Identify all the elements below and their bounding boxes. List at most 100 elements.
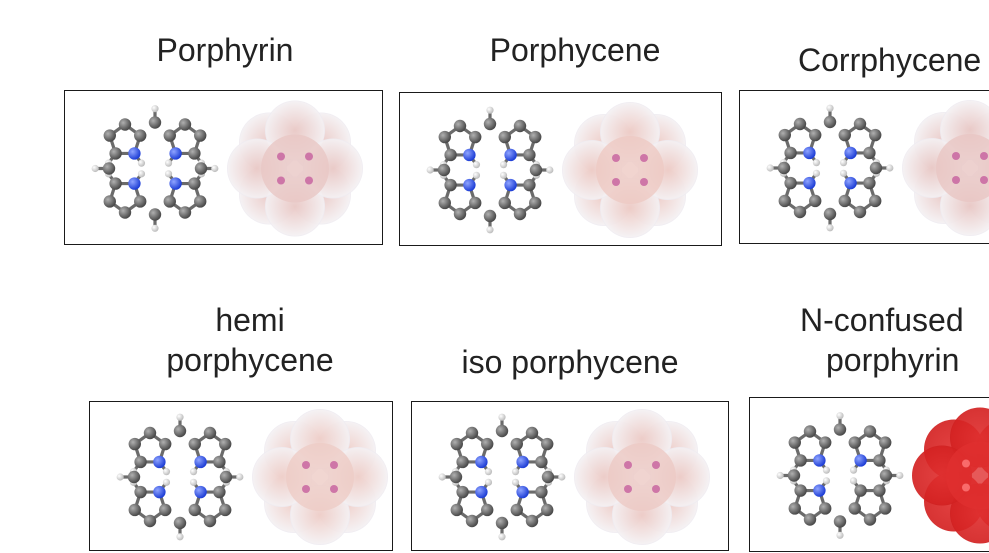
label-iso-porphycene: iso porphycene	[461, 344, 679, 380]
electrostatic-surface	[562, 102, 698, 238]
carbon-atom	[465, 426, 479, 440]
hydrogen-atom	[486, 226, 494, 234]
carbon-atom	[784, 176, 797, 190]
carbon-atom	[188, 177, 201, 190]
hydrogen-atom	[849, 466, 858, 474]
hydrogen-atom	[822, 466, 831, 474]
carbon-atom	[794, 454, 807, 467]
hydrogen-atom	[822, 477, 831, 485]
carbon-atom	[213, 455, 226, 469]
label-n-confused-porphyrin: N-confused porphyrin	[800, 300, 989, 380]
hydrogen-atom	[164, 159, 173, 167]
carbon-atom	[481, 503, 494, 517]
carbon-atom	[109, 147, 122, 160]
carbon-atom	[869, 161, 883, 175]
carbon-atom	[128, 503, 141, 517]
carbon-atom	[873, 454, 886, 467]
molecule-porphyrin	[91, 100, 363, 237]
hydrogen-atom	[162, 478, 171, 486]
label-hemi-line2: porphycene	[166, 342, 334, 378]
hydrogen-atom	[896, 471, 904, 480]
carbon-atom	[541, 470, 555, 484]
carbon-atom	[469, 196, 482, 210]
hydrogen-atom	[839, 159, 848, 167]
carbon-atom	[788, 436, 801, 449]
hydrogen-atom	[189, 478, 198, 486]
hydrogen-atom	[151, 224, 159, 232]
nitrogen-atom	[504, 148, 517, 162]
carbon-atom	[809, 128, 822, 142]
nitrogen-atom	[194, 485, 207, 499]
hydrogen-atom	[498, 533, 506, 541]
nitrogen-atom	[516, 485, 529, 499]
carbon-atom	[794, 484, 807, 497]
carbon-atom	[194, 195, 207, 208]
hydrogen-atom	[498, 413, 506, 421]
carbon-atom	[788, 502, 801, 515]
hydrogen-atom	[486, 106, 494, 114]
carbon-atom	[498, 196, 511, 210]
ball-and-stick-model	[426, 106, 554, 234]
carbon-atom	[819, 436, 832, 449]
hydrogen-atom	[484, 468, 493, 476]
hydrogen-atom	[558, 473, 566, 481]
carbon-atom	[535, 485, 548, 499]
carbon-atom	[159, 437, 172, 451]
nitrogen-atom	[854, 454, 867, 467]
hydrogen-atom	[151, 105, 159, 113]
carbon-atom	[449, 470, 463, 484]
carbon-atom	[118, 118, 132, 131]
ball-and-stick-model	[438, 413, 566, 541]
carbon-atom	[109, 177, 122, 190]
nitrogen-atom	[128, 147, 141, 160]
panel-iso-porphycene	[411, 401, 729, 551]
carbon-atom	[178, 206, 192, 219]
carbon-atom	[523, 178, 536, 192]
hydrogen-atom	[116, 473, 124, 481]
carbon-atom	[148, 116, 162, 129]
carbon-atom	[809, 194, 822, 208]
carbon-atom	[838, 194, 851, 208]
carbon-atom	[513, 207, 527, 221]
carbon-atom	[803, 513, 817, 526]
carbon-atom	[173, 516, 187, 530]
molecule-porphycene	[426, 102, 698, 238]
carbon-atom	[778, 194, 791, 208]
nitrogen-atom	[128, 177, 141, 190]
carbon-atom	[194, 129, 207, 142]
carbon-atom	[853, 117, 867, 131]
hydrogen-atom	[849, 477, 858, 485]
hydrogen-atom	[812, 169, 821, 177]
carbon-atom	[188, 147, 201, 160]
panel-hemi-porphycene	[89, 401, 393, 551]
carbon-atom	[194, 162, 208, 175]
nitrogen-atom	[169, 147, 182, 160]
carbon-atom	[510, 503, 523, 517]
nitrogen-atom	[803, 176, 816, 190]
carbon-atom	[134, 195, 147, 208]
carbon-atom	[529, 196, 542, 210]
carbon-atom	[469, 130, 482, 144]
carbon-atom	[134, 129, 147, 142]
carbon-atom	[453, 119, 467, 133]
electrostatic-surface	[574, 409, 710, 545]
carbon-atom	[833, 423, 847, 436]
carbon-atom	[118, 206, 132, 219]
hydrogen-atom	[836, 531, 844, 539]
carbon-atom	[213, 485, 226, 499]
carbon-atom	[173, 424, 187, 438]
nitrogen-atom	[516, 455, 529, 469]
carbon-atom	[444, 178, 457, 192]
carbon-atom	[819, 502, 832, 515]
carbon-atom	[444, 148, 457, 162]
nitrogen-atom	[504, 178, 517, 192]
carbon-atom	[134, 455, 147, 469]
carbon-atom	[143, 426, 157, 440]
hydrogen-atom	[499, 161, 508, 169]
carbon-atom	[134, 485, 147, 499]
nitrogen-atom	[813, 454, 826, 467]
carbon-atom	[483, 117, 497, 131]
carbon-atom	[163, 195, 176, 208]
nitrogen-atom	[153, 485, 166, 499]
carbon-atom	[102, 162, 116, 175]
